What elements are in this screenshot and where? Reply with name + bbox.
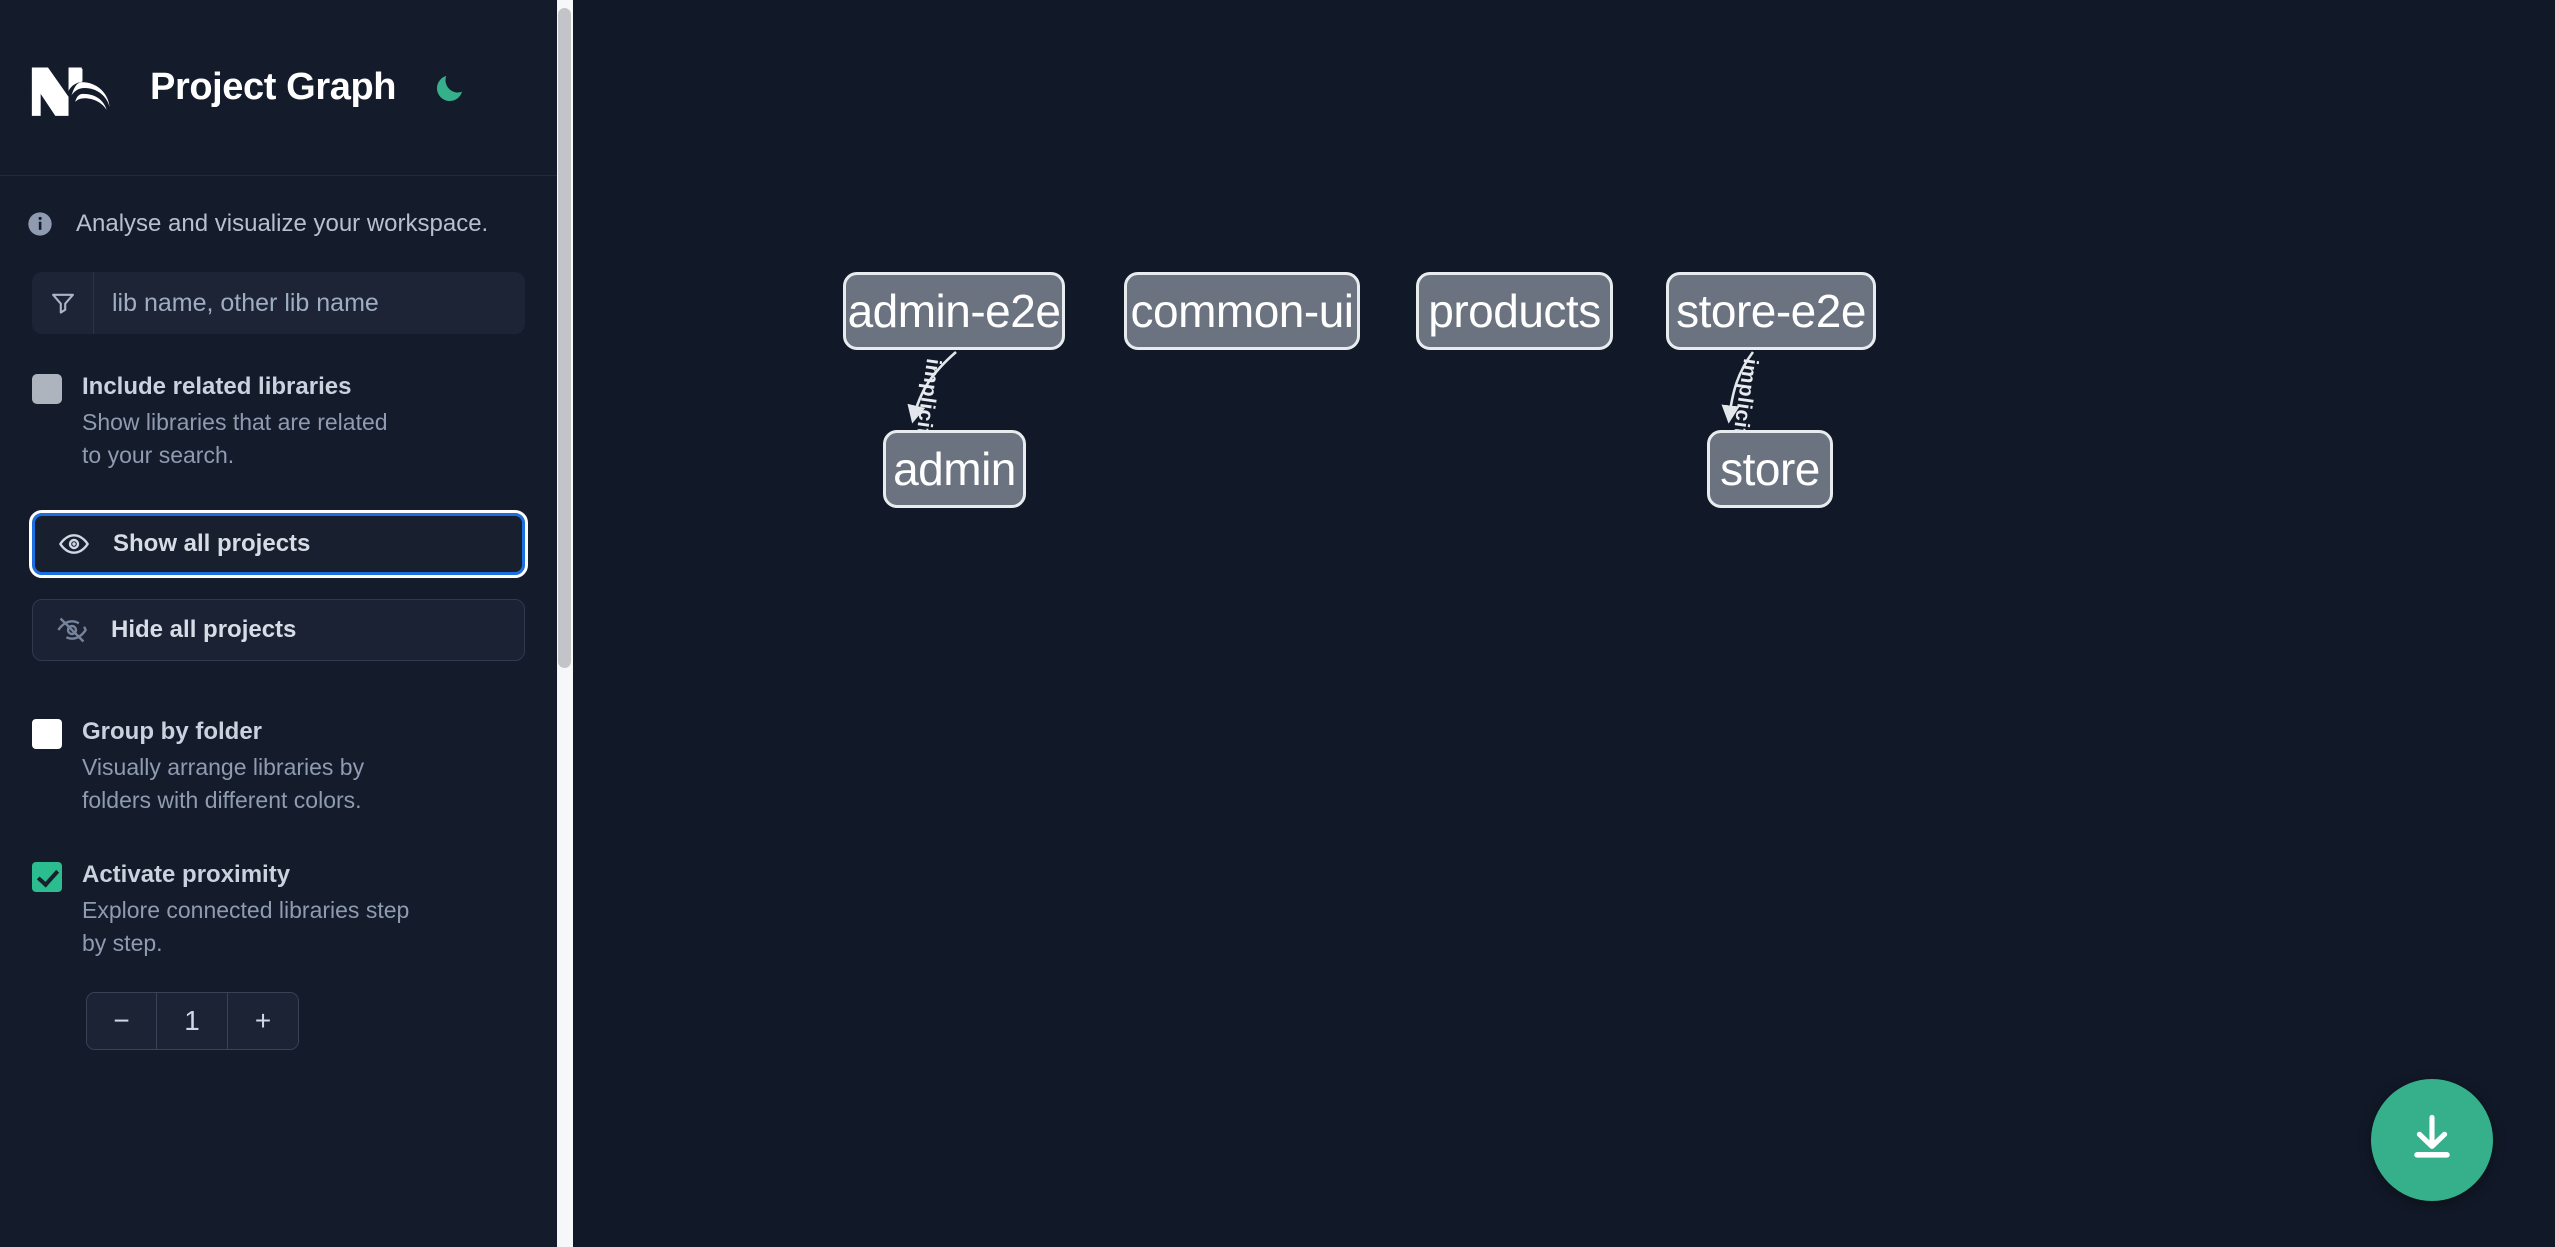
stepper-value: 1 bbox=[157, 993, 228, 1050]
nx-logo-icon bbox=[26, 57, 114, 119]
option-description: Explore connected libraries step by step… bbox=[82, 896, 410, 956]
graph-node-products[interactable]: products bbox=[1416, 272, 1613, 350]
tagline-text: Analyse and visualize your workspace. bbox=[76, 210, 489, 237]
show-all-projects-button[interactable]: Show all projects bbox=[29, 509, 528, 578]
sidebar-scrollbar-thumb[interactable] bbox=[558, 8, 571, 668]
eye-off-icon bbox=[55, 613, 89, 647]
include-related-libraries-checkbox[interactable] bbox=[32, 374, 62, 404]
hide-all-projects-button[interactable]: Hide all projects bbox=[32, 598, 525, 661]
graph-node-store-e2e[interactable]: store-e2e bbox=[1666, 272, 1876, 350]
graph-node-admin[interactable]: admin bbox=[883, 430, 1026, 508]
activate-proximity-checkbox[interactable] bbox=[32, 861, 62, 892]
info-icon bbox=[26, 210, 54, 238]
edge-label-implicit-store: implicit bbox=[1728, 357, 1763, 438]
download-button[interactable] bbox=[2371, 1079, 2493, 1201]
sidebar-scrollbar-track[interactable] bbox=[557, 0, 573, 1247]
sidebar-header: Project Graph bbox=[0, 0, 557, 176]
stepper-decrement-button[interactable]: − bbox=[87, 993, 157, 1050]
stepper-increment-button[interactable]: + bbox=[228, 993, 298, 1050]
show-all-projects-label: Show all projects bbox=[113, 529, 311, 557]
hide-all-projects-label: Hide all projects bbox=[111, 615, 297, 643]
option-group-by-folder[interactable]: Group by folder Visually arrange librari… bbox=[32, 715, 525, 818]
sidebar-tagline: Analyse and visualize your workspace. bbox=[0, 176, 557, 272]
download-icon bbox=[2404, 1110, 2460, 1171]
option-include-related-libraries[interactable]: Include related libraries Show libraries… bbox=[32, 370, 525, 473]
edge-label-implicit-admin: implicit bbox=[911, 357, 946, 438]
sidebar: Project Graph Analyse and visualize your… bbox=[0, 0, 557, 1247]
sidebar-body: Include related libraries Show libraries… bbox=[0, 272, 557, 1051]
option-activate-proximity[interactable]: Activate proximity Explore connected lib… bbox=[32, 858, 525, 961]
graph-node-admin-e2e[interactable]: admin-e2e bbox=[843, 272, 1065, 350]
option-label: Group by folder bbox=[82, 717, 262, 745]
page-title: Project Graph bbox=[150, 66, 397, 108]
moon-icon[interactable] bbox=[428, 66, 472, 110]
filter-funnel-icon bbox=[32, 272, 94, 334]
option-description: Show libraries that are related to your … bbox=[82, 409, 388, 469]
search-field[interactable] bbox=[32, 272, 525, 334]
eye-icon bbox=[57, 527, 91, 561]
graph-node-store[interactable]: store bbox=[1707, 430, 1833, 508]
proximity-stepper[interactable]: − 1 + bbox=[86, 992, 299, 1051]
graph-edges bbox=[907, 351, 1755, 424]
graph-node-common-ui[interactable]: common-ui bbox=[1124, 272, 1360, 350]
option-label: Activate proximity bbox=[82, 860, 291, 888]
project-graph-canvas[interactable]: implicit implicit admin-e2e common-ui pr… bbox=[573, 0, 2555, 1247]
option-label: Include related libraries bbox=[82, 373, 352, 400]
search-input[interactable] bbox=[94, 272, 525, 334]
option-description: Visually arrange libraries by folders wi… bbox=[82, 753, 365, 814]
group-by-folder-checkbox[interactable] bbox=[32, 718, 62, 749]
